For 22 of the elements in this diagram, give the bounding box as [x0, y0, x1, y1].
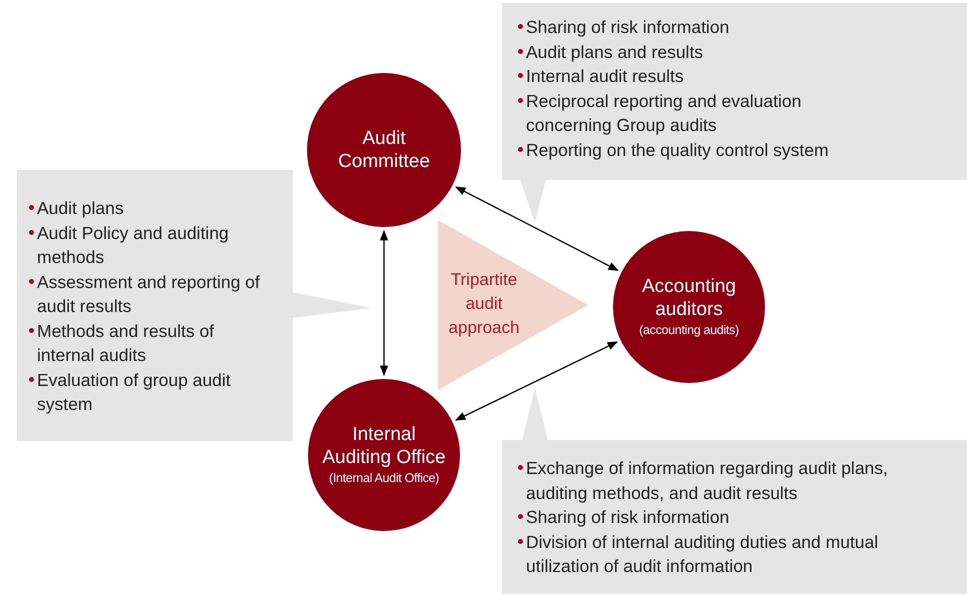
double-arrow	[455, 341, 618, 421]
circle-subtitle: (Internal Audit Office)	[329, 470, 439, 487]
bullet-text: Methods and results of internal audits	[37, 320, 216, 367]
double-arrow	[455, 186, 619, 271]
triangle-label: Tripartite audit approach	[448, 269, 520, 339]
double-arrow	[380, 230, 388, 376]
circle-title: Audit Committee	[337, 127, 431, 173]
bullet-text: Audit plans and results	[526, 40, 704, 64]
bullet-text: Sharing of risk information	[526, 506, 730, 529]
bullet-text: Reciprocal reporting and evaluation concerning Group audits	[526, 90, 802, 137]
bullet-text: Internal audit results	[526, 65, 684, 88]
bullet-text: Audit plans	[37, 197, 124, 220]
bullet-text: Reporting on the quality control system	[526, 138, 829, 162]
bullet-text: Division of internal auditing duties and mutual utilization of audit information	[526, 530, 880, 578]
circle-title: Internal Auditing Office	[321, 423, 447, 469]
bullet-text: Assessment and reporting of audit results	[37, 270, 261, 318]
circle-title: Accounting auditors	[640, 275, 737, 321]
bullet-text: Audit Policy and auditing methods	[37, 222, 230, 269]
bullet-text: Sharing of risk information	[526, 16, 730, 39]
bullet-text: Evaluation of group audit system	[37, 368, 232, 416]
bullet-text: Exchange of information regarding audit plans, auditing methods, and audit results	[526, 457, 889, 505]
circle-subtitle: (accounting audits)	[639, 322, 739, 339]
